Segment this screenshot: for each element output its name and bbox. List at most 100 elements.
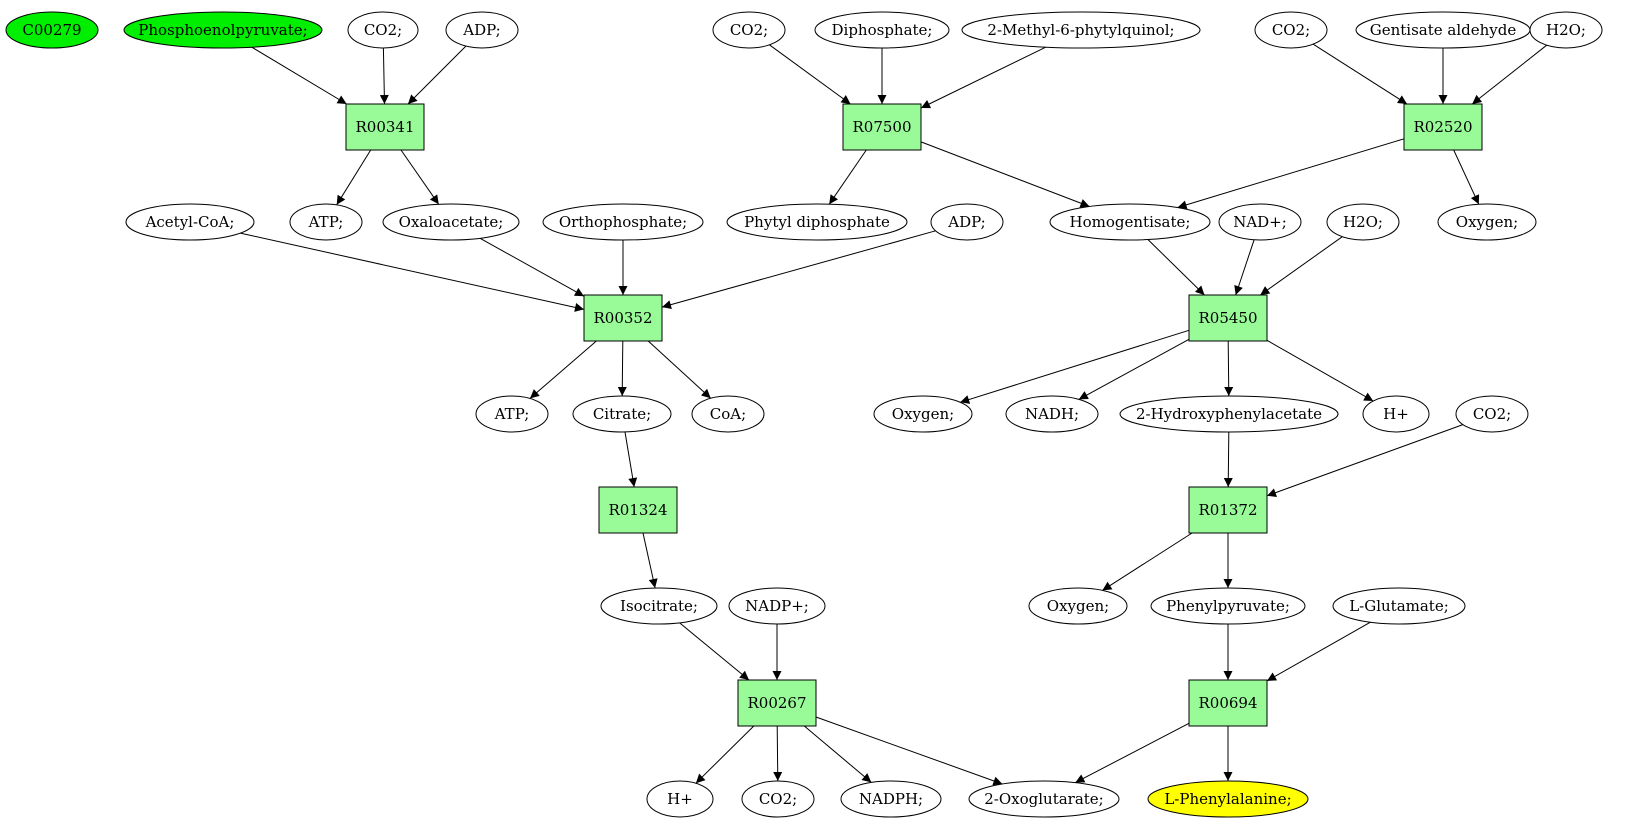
edge-r01324-to-isocitrate bbox=[642, 532, 658, 589]
edge-adp_b-to-r00352 bbox=[661, 230, 936, 310]
reaction-node-r07500[interactable]: R07500 bbox=[842, 103, 922, 151]
edge-co2_c-to-r02520 bbox=[1312, 43, 1408, 105]
edge-hydroxyphenylacetate-to-r01372 bbox=[1223, 431, 1233, 488]
compound-node-methylphytylquinol[interactable]: 2-Methyl-6-phytylquinol; bbox=[961, 11, 1201, 49]
compound-ellipse bbox=[741, 780, 815, 818]
node-label: Oxygen; bbox=[1456, 213, 1518, 231]
node-label: Orthophosphate; bbox=[559, 213, 687, 231]
compound-node-atp_b[interactable]: ATP; bbox=[475, 395, 549, 433]
compound-node-lglutamate[interactable]: L-Glutamate; bbox=[1332, 587, 1466, 625]
compound-node-citrate[interactable]: Citrate; bbox=[572, 395, 672, 433]
reaction-node-r01324[interactable]: R01324 bbox=[598, 486, 678, 534]
node-label: NAD+; bbox=[1233, 213, 1287, 231]
compound-ellipse bbox=[1218, 203, 1302, 241]
compound-node-nadp[interactable]: NADP+; bbox=[728, 587, 826, 625]
reaction-node-r01372[interactable]: R01372 bbox=[1188, 486, 1268, 534]
node-label: R02520 bbox=[1413, 118, 1472, 136]
compound-node-adp_b[interactable]: ADP; bbox=[930, 203, 1004, 241]
compound-node-orthophosphate[interactable]: Orthophosphate; bbox=[542, 203, 704, 241]
compound-node-pep[interactable]: Phosphoenolpyruvate; bbox=[123, 11, 323, 49]
compound-node-c00279[interactable]: C00279 bbox=[5, 11, 99, 49]
node-label: H2O; bbox=[1546, 21, 1586, 39]
compound-node-oxygen_c[interactable]: Oxygen; bbox=[1028, 587, 1128, 625]
compound-node-nad[interactable]: NAD+; bbox=[1218, 203, 1302, 241]
compound-node-h2o_b[interactable]: H2O; bbox=[1326, 203, 1400, 241]
compound-ellipse bbox=[1119, 395, 1339, 433]
compound-node-co2_c[interactable]: CO2; bbox=[1254, 11, 1328, 49]
node-label: H+ bbox=[1383, 405, 1409, 423]
compound-node-hplus_b[interactable]: H+ bbox=[646, 780, 714, 818]
reaction-node-r00341[interactable]: R00341 bbox=[345, 103, 425, 151]
compound-ellipse bbox=[382, 203, 520, 241]
edge-citrate-to-r01324 bbox=[624, 431, 638, 488]
edge-h2o_b-to-r05450 bbox=[1260, 236, 1343, 296]
compound-ellipse bbox=[930, 203, 1004, 241]
reaction-node-r05450[interactable]: R05450 bbox=[1188, 294, 1268, 342]
reaction-box bbox=[1188, 679, 1268, 727]
node-label: 2-Oxoglutarate; bbox=[984, 790, 1104, 808]
compound-ellipse bbox=[840, 780, 942, 818]
node-label: L-Phenylalanine; bbox=[1164, 790, 1291, 808]
node-label: CO2; bbox=[759, 790, 797, 808]
reaction-node-r02520[interactable]: R02520 bbox=[1403, 103, 1483, 151]
node-label: CO2; bbox=[1473, 405, 1511, 423]
edge-r05450-to-oxygen_b bbox=[960, 329, 1190, 404]
compound-node-co2_d[interactable]: CO2; bbox=[1455, 395, 1529, 433]
compound-ellipse bbox=[289, 203, 363, 241]
compound-node-oxaloacetate[interactable]: Oxaloacetate; bbox=[382, 203, 520, 241]
node-label: CO2; bbox=[1272, 21, 1310, 39]
node-label: Isocitrate; bbox=[620, 597, 698, 615]
edge-r01372-to-oxygen_c bbox=[1102, 532, 1193, 591]
reaction-box bbox=[737, 679, 817, 727]
compound-node-oxoglutarate[interactable]: 2-Oxoglutarate; bbox=[968, 780, 1120, 818]
nodes-layer: C00279 Phosphoenolpyruvate; CO2; ADP; CO2; Di… bbox=[5, 11, 1603, 818]
compound-node-acetylcoa[interactable]: Acetyl-CoA; bbox=[125, 203, 255, 241]
compound-ellipse bbox=[961, 11, 1201, 49]
node-label: NADH; bbox=[1025, 405, 1079, 423]
node-label: H2O; bbox=[1343, 213, 1383, 231]
reaction-box bbox=[345, 103, 425, 151]
edge-h2o_a-to-r02520 bbox=[1471, 44, 1548, 105]
compound-node-lphenylalanine[interactable]: L-Phenylalanine; bbox=[1147, 780, 1309, 818]
edge-oxaloacetate-to-r00352 bbox=[479, 237, 585, 297]
compound-node-hydroxyphenylacetate[interactable]: 2-Hydroxyphenylacetate bbox=[1119, 395, 1339, 433]
compound-ellipse bbox=[1150, 587, 1306, 625]
node-label: L-Glutamate; bbox=[1349, 597, 1449, 615]
compound-node-nadph[interactable]: NADPH; bbox=[840, 780, 942, 818]
edge-r05450-to-nadh bbox=[1078, 338, 1190, 400]
compound-ellipse bbox=[600, 587, 718, 625]
compound-node-co2_e[interactable]: CO2; bbox=[741, 780, 815, 818]
compound-node-atp_a[interactable]: ATP; bbox=[289, 203, 363, 241]
compound-node-co2_b[interactable]: CO2; bbox=[712, 11, 786, 49]
reaction-node-r00694[interactable]: R00694 bbox=[1188, 679, 1268, 727]
compound-ellipse bbox=[1049, 203, 1211, 241]
node-label: Gentisate aldehyde bbox=[1370, 21, 1517, 39]
compound-node-adp_a[interactable]: ADP; bbox=[445, 11, 519, 49]
compound-node-diphosphate[interactable]: Diphosphate; bbox=[814, 11, 950, 49]
compound-ellipse bbox=[347, 11, 419, 49]
compound-node-phenylpyruvate[interactable]: Phenylpyruvate; bbox=[1150, 587, 1306, 625]
compound-node-gentisate_aldehyde[interactable]: Gentisate aldehyde bbox=[1355, 11, 1531, 49]
compound-node-co2_a[interactable]: CO2; bbox=[347, 11, 419, 49]
compound-ellipse bbox=[726, 203, 908, 241]
compound-node-isocitrate[interactable]: Isocitrate; bbox=[600, 587, 718, 625]
reaction-box bbox=[583, 294, 663, 342]
compound-ellipse bbox=[572, 395, 672, 433]
node-label: CO2; bbox=[730, 21, 768, 39]
node-label: Oxygen; bbox=[892, 405, 954, 423]
compound-ellipse bbox=[691, 395, 765, 433]
compound-node-phytyl_diphosphate[interactable]: Phytyl diphosphate bbox=[726, 203, 908, 241]
reaction-node-r00267[interactable]: R00267 bbox=[737, 679, 817, 727]
node-label: Citrate; bbox=[593, 405, 651, 423]
compound-node-h2o_a[interactable]: H2O; bbox=[1529, 11, 1603, 49]
compound-node-coa[interactable]: CoA; bbox=[691, 395, 765, 433]
compound-node-nadh[interactable]: NADH; bbox=[1005, 395, 1099, 433]
compound-node-hplus_a[interactable]: H+ bbox=[1362, 395, 1430, 433]
node-label: Phenylpyruvate; bbox=[1166, 597, 1290, 615]
reaction-node-r00352[interactable]: R00352 bbox=[583, 294, 663, 342]
edge-r05450-to-hplus_a bbox=[1266, 339, 1374, 402]
compound-node-oxygen_b[interactable]: Oxygen; bbox=[873, 395, 973, 433]
compound-node-homogentisate[interactable]: Homogentisate; bbox=[1049, 203, 1211, 241]
compound-ellipse bbox=[728, 587, 826, 625]
compound-node-oxygen_a[interactable]: Oxygen; bbox=[1437, 203, 1537, 241]
